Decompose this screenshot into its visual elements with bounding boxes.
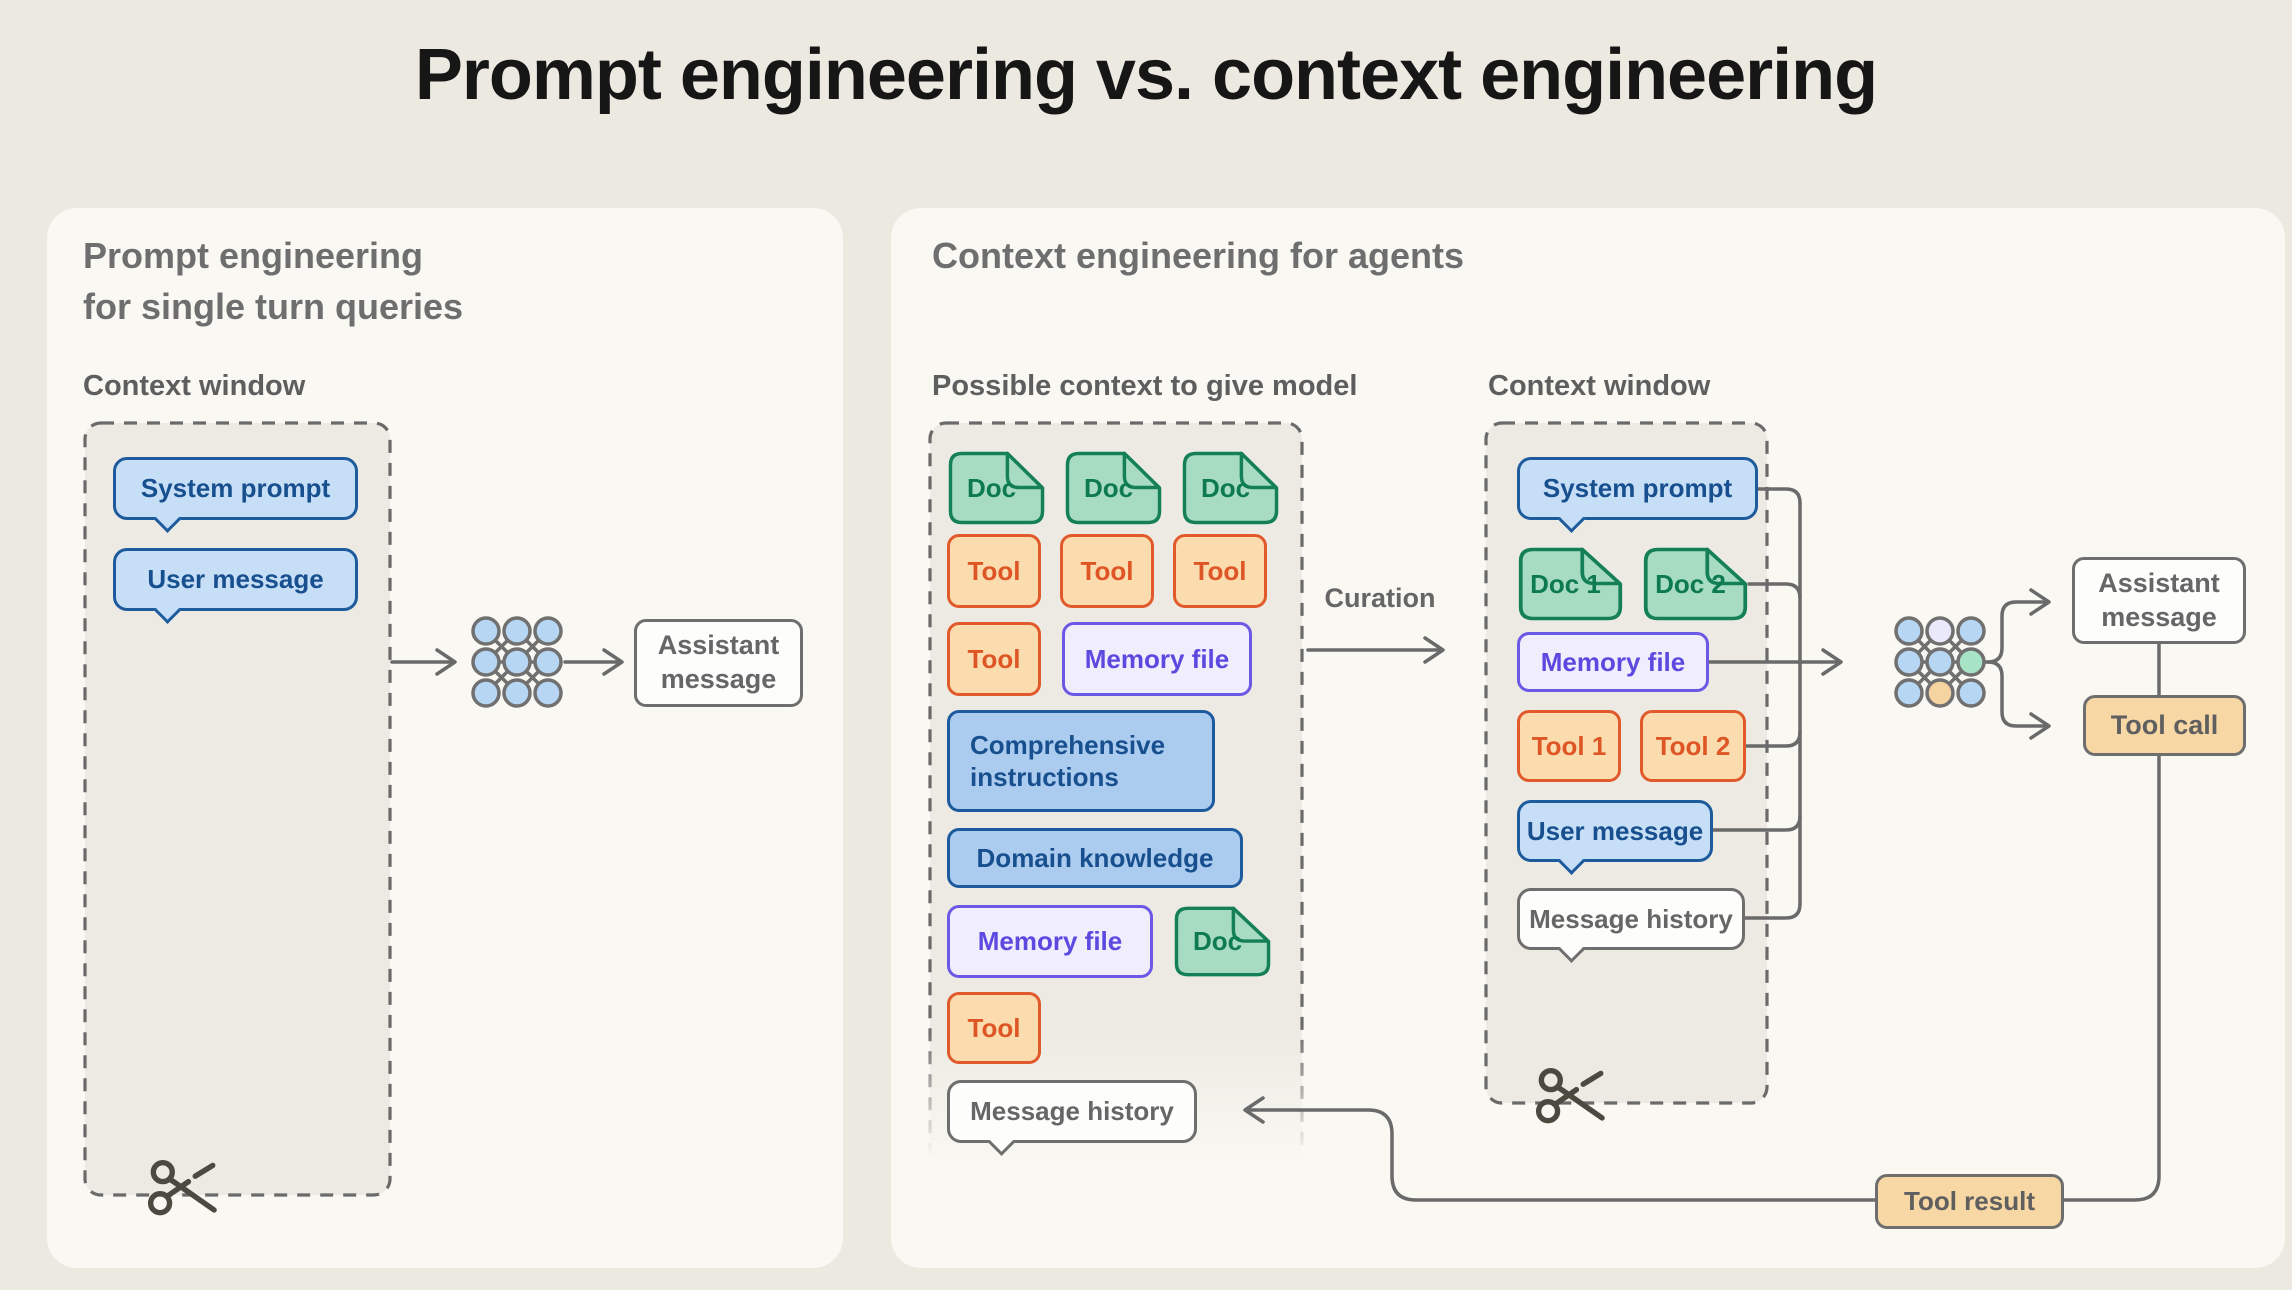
- system-prompt-label: System prompt: [140, 473, 331, 504]
- right-panel-heading: Context engineering for agents: [932, 235, 1465, 276]
- window-system-prompt-label: System prompt: [1542, 473, 1733, 504]
- left-panel-heading-line1: Prompt engineering: [83, 235, 424, 276]
- window-doc-2: Doc 2: [1642, 546, 1749, 622]
- window-memory-file-label: Memory file: [1540, 646, 1686, 677]
- pool-doc-4: Doc: [1173, 905, 1272, 978]
- window-tool-1-label: Tool 1: [1531, 730, 1607, 761]
- window-message-history-label: Message history: [1529, 903, 1733, 934]
- user-message-bubble: User message: [113, 548, 358, 611]
- pool-message-history-bubble: Message history: [947, 1080, 1197, 1143]
- pool-domain-knowledge-label: Domain knowledge: [976, 842, 1214, 873]
- pool-tool-4-label: Tool: [967, 643, 1021, 674]
- tool-call-box: Tool call: [2083, 695, 2246, 756]
- right-context-window-label: Context window: [1488, 370, 1711, 402]
- pool-message-history-label: Message history: [970, 1096, 1174, 1127]
- window-tool-2-label: Tool 2: [1655, 730, 1731, 761]
- tool-call-label: Tool call: [2110, 709, 2219, 740]
- pool-tool-2-label: Tool: [1080, 555, 1134, 586]
- pool-doc-4-label: Doc: [1192, 926, 1243, 956]
- window-user-message-bubble: User message: [1517, 800, 1713, 862]
- left-panel-heading-line2: for single turn queries: [83, 286, 464, 328]
- window-tool-2: Tool 2: [1640, 710, 1746, 782]
- pool-memory-file-2: Memory file: [947, 905, 1153, 978]
- pool-memory-file-label: Memory file: [1084, 643, 1230, 674]
- pool-memory-file-2-label: Memory file: [977, 926, 1123, 957]
- left-context-window-box: [85, 423, 390, 1195]
- pool-domain-knowledge: Domain knowledge: [947, 828, 1243, 888]
- pool-comprehensive-instructions-label: Comprehensive instructions: [970, 729, 1166, 793]
- pool-tool-4: Tool: [947, 622, 1041, 696]
- window-user-message-label: User message: [1526, 815, 1704, 846]
- agent-assistant-message-label: Assistant message: [2098, 567, 2220, 632]
- pool-tool-5-label: Tool: [967, 1012, 1021, 1043]
- pool-tool-5: Tool: [947, 992, 1041, 1064]
- left-panel-heading: Prompt engineering for single turn queri…: [83, 230, 723, 332]
- window-tool-1: Tool 1: [1517, 710, 1621, 782]
- agent-assistant-message-box: Assistant message: [2072, 557, 2246, 644]
- pool-doc-1: Doc: [947, 450, 1046, 526]
- assistant-message-box: Assistant message: [634, 619, 803, 707]
- pool-comprehensive-instructions: Comprehensive instructions: [947, 710, 1215, 812]
- possible-context-label: Possible context to give model: [932, 370, 1358, 402]
- pool-memory-file: Memory file: [1062, 622, 1252, 696]
- system-prompt-bubble: System prompt: [113, 457, 358, 520]
- pool-tool-2: Tool: [1060, 534, 1154, 608]
- pool-doc-2-label: Doc: [1083, 472, 1134, 503]
- page-title: Prompt engineering vs. context engineeri…: [414, 35, 1878, 115]
- pool-doc-1-label: Doc: [966, 472, 1017, 503]
- window-doc-2-label: Doc 2: [1655, 568, 1726, 599]
- window-doc-1-label: Doc 1: [1530, 568, 1601, 599]
- pool-doc-3: Doc: [1181, 450, 1280, 526]
- curation-label: Curation: [1324, 583, 1436, 613]
- pool-doc-2: Doc: [1064, 450, 1163, 526]
- pool-tool-3-label: Tool: [1193, 555, 1247, 586]
- pool-doc-3-label: Doc: [1200, 472, 1251, 503]
- window-memory-file: Memory file: [1517, 632, 1709, 692]
- pool-tool-1-label: Tool: [967, 555, 1021, 586]
- tool-result-label: Tool result: [1904, 1186, 2035, 1217]
- tool-result-box: Tool result: [1875, 1174, 2064, 1229]
- pool-tool-3: Tool: [1173, 534, 1267, 608]
- window-doc-1: Doc 1: [1517, 546, 1624, 622]
- pool-tool-1: Tool: [947, 534, 1041, 608]
- window-message-history-bubble: Message history: [1517, 888, 1745, 950]
- user-message-label: User message: [147, 564, 324, 595]
- window-system-prompt-bubble: System prompt: [1517, 457, 1758, 520]
- left-context-window-label: Context window: [83, 370, 306, 402]
- assistant-message-label: Assistant message: [657, 630, 780, 694]
